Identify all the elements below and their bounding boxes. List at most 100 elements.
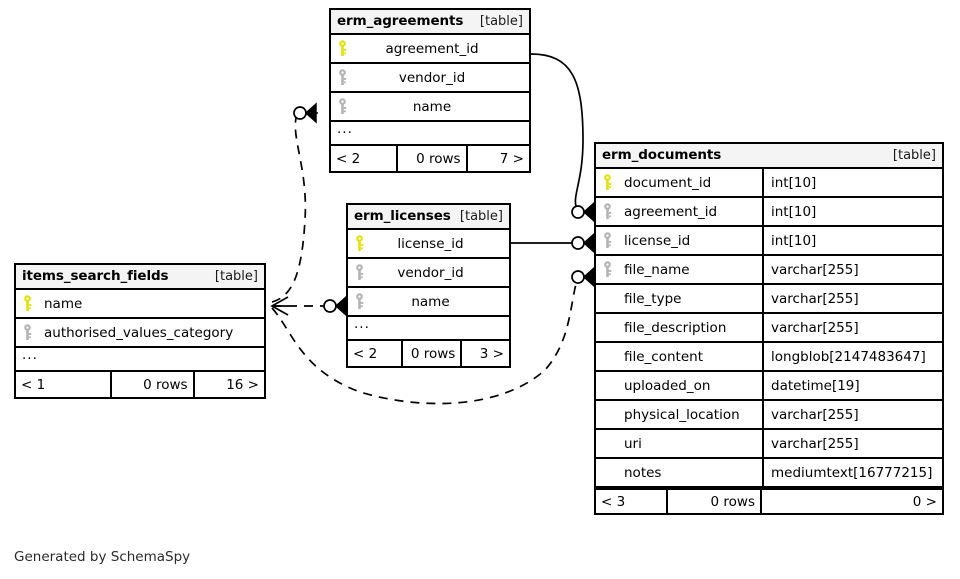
primary-key-icon [596,174,618,191]
footer-prev-count[interactable]: < 2 [336,150,361,167]
footer-prev-count[interactable]: < 1 [21,376,46,393]
table-header: erm_agreements [table] [331,10,529,35]
footer-next-count[interactable]: 16 > [226,376,259,393]
table-footer: < 1 0 rows 16 > [16,372,264,397]
column-type: varchar[255] [771,406,859,423]
foreign-key-icon [348,264,370,281]
relationship-marker-circle [571,236,585,250]
more-columns-indicator: ... [16,347,264,372]
column-row-agreement-id[interactable]: agreement_id int[10] [596,198,942,227]
foreign-key-icon [331,98,353,115]
column-row-agreement-id[interactable]: agreement_id [331,35,529,64]
foreign-key-icon [596,203,618,220]
column-row-file-name[interactable]: file_name varchar[255] [596,256,942,285]
footer-row-count: 0 rows [401,341,463,366]
column-type: varchar[255] [771,290,859,307]
table-title: erm_documents [602,147,722,163]
primary-key-icon [348,235,370,252]
relationship-marker-circle [323,299,337,313]
column-name: file_description [624,319,727,336]
table-title: items_search_fields [22,268,169,284]
column-name: authorised_values_category [44,324,234,341]
column-name: license_id [397,235,464,252]
column-type: varchar[255] [771,319,859,336]
column-row-name[interactable]: name [331,93,529,122]
footer-row-count: 0 rows [110,372,195,397]
column-row-file-type[interactable]: file_type varchar[255] [596,285,942,314]
column-name: license_id [624,232,691,249]
table-header: erm_documents [table] [596,144,942,169]
table-footer: < 2 0 rows 3 > [348,341,509,366]
table-erm-licenses[interactable]: erm_licenses [table] license_id vendor_i… [346,203,511,368]
table-title: erm_licenses [354,208,451,224]
more-columns-indicator: ... [331,121,529,146]
table-kind-label: [table] [892,147,936,163]
column-row-license-id[interactable]: license_id int[10] [596,227,942,256]
column-row-vendor-id[interactable]: vendor_id [331,64,529,93]
relationship-marker-circle [293,106,307,120]
column-row-file-description[interactable]: file_description varchar[255] [596,314,942,343]
footer-row-count: 0 rows [666,490,762,513]
column-name: uploaded_on [624,377,711,394]
column-name: agreement_id [624,203,718,220]
column-type: mediumtext[16777215] [771,464,933,481]
column-name: document_id [624,174,712,191]
footer-next-count[interactable]: 7 > [499,150,524,167]
table-kind-label: [table] [479,13,523,29]
column-type: int[10] [771,174,817,191]
foreign-key-icon [16,324,38,341]
footer-next-count[interactable]: 3 > [479,345,504,362]
column-name: name [44,295,83,312]
column-type: longblob[2147483647] [771,348,926,365]
table-erm-agreements[interactable]: erm_agreements [table] agreement_id vend… [329,8,531,173]
table-footer: < 2 0 rows 7 > [331,146,529,171]
column-row-vendor-id[interactable]: vendor_id [348,259,509,288]
relationship-marker-circle [571,205,585,219]
primary-key-icon [331,40,353,57]
table-title: erm_agreements [337,13,464,29]
column-row-name[interactable]: name [16,290,264,319]
column-name: file_name [624,261,690,278]
column-row-uri[interactable]: uri varchar[255] [596,430,942,459]
crowsfoot-icon [304,102,318,124]
column-type: varchar[255] [771,261,859,278]
ellipsis-label: ... [337,121,353,137]
column-row-physical-location[interactable]: physical_location varchar[255] [596,401,942,430]
column-name: physical_location [624,406,740,423]
column-row-authorised-values-category[interactable]: authorised_values_category [16,319,264,348]
column-row-notes[interactable]: notes mediumtext[16777215] [596,459,942,488]
relationship-searchfields-agreements [271,117,307,303]
column-name: name [412,98,452,115]
column-name: uri [624,435,642,452]
column-type: datetime[19] [771,377,860,394]
column-name: agreement_id [385,40,479,57]
table-footer: < 3 0 rows 0 > [596,488,942,513]
footer-prev-count[interactable]: < 2 [353,345,378,362]
column-type: int[10] [771,203,817,220]
column-row-name[interactable]: name [348,288,509,317]
relationship-marker-circle [571,270,585,284]
table-erm-documents[interactable]: erm_documents [table] document_id int[10… [594,142,944,515]
footer-next-count[interactable]: 0 > [912,493,937,510]
relationship-agreements-documents [530,53,584,212]
more-columns-indicator: ... [348,316,509,341]
column-name: file_content [624,348,703,365]
table-kind-label: [table] [214,268,258,284]
foreign-key-icon [596,232,618,249]
column-type: int[10] [771,232,817,249]
column-row-license-id[interactable]: license_id [348,230,509,259]
column-name: notes [624,464,662,481]
foreign-key-icon [348,293,370,310]
column-row-file-content[interactable]: file_content longblob[2147483647] [596,343,942,372]
column-type: varchar[255] [771,435,859,452]
generator-credit: Generated by SchemaSpy [14,549,191,565]
column-row-document-id[interactable]: document_id int[10] [596,169,942,198]
table-items-search-fields[interactable]: items_search_fields [table] name authori… [14,263,266,399]
column-row-uploaded-on[interactable]: uploaded_on datetime[19] [596,372,942,401]
column-name: name [411,293,450,310]
footer-prev-count[interactable]: < 3 [601,493,626,510]
column-name: file_type [624,290,682,307]
table-header: erm_licenses [table] [348,205,509,230]
foreign-key-icon [331,69,353,86]
